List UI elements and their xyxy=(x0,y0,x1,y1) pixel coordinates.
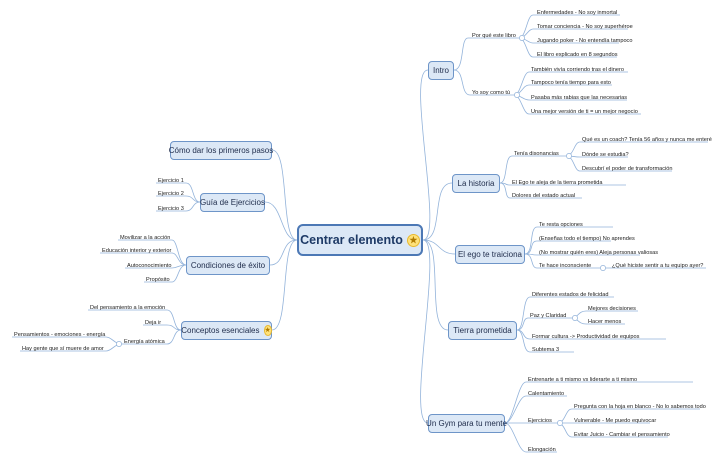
list-item[interactable]: Dolores del estado actual xyxy=(512,193,576,199)
subtopic-tenia-disonancias[interactable]: Tenía disonancias xyxy=(514,151,559,157)
list-item[interactable]: Calentamiento xyxy=(528,391,565,397)
list-item[interactable]: Tampoco tenía tiempo para esto xyxy=(531,80,611,86)
topic-condiciones-de-exito[interactable]: Condiciones de éxito xyxy=(186,256,270,275)
star-icon: ★ xyxy=(406,233,420,247)
list-item[interactable]: Entrenarte a ti mismo vs liderarte a ti … xyxy=(528,377,638,383)
list-item[interactable]: Evitar Juicio - Cambiar el pensamiento xyxy=(574,432,670,438)
list-item[interactable]: Ejercicio 1 xyxy=(158,178,184,184)
topic-la-historia[interactable]: La historia xyxy=(452,174,500,193)
list-item[interactable]: Educación interior y exterior xyxy=(102,248,172,254)
central-topic-label: Centrar elemento xyxy=(300,233,403,247)
list-item[interactable]: Del pensamiento a la emoción xyxy=(90,305,166,311)
subtopic-energia-atomica[interactable]: Energía atómica xyxy=(124,339,165,345)
topic-primeros-pasos[interactable]: Cómo dar los primeros pasos xyxy=(168,141,274,160)
list-item[interactable]: Descubrí el poder de transformación xyxy=(582,166,673,172)
list-item[interactable]: Jugando poker - No entendía tampoco xyxy=(537,38,633,44)
list-item[interactable]: Una mejor versión de ti = un mejor negoc… xyxy=(531,109,638,115)
subtopic-yo-soy[interactable]: Yo soy como tú xyxy=(472,90,511,96)
list-item[interactable]: Propósito xyxy=(146,277,170,283)
topic-label: Un Gym para tu mente xyxy=(426,419,507,428)
list-item[interactable]: Enfermedades - No soy inmortal xyxy=(537,10,618,16)
list-item[interactable]: Dónde se estudia? xyxy=(582,152,629,158)
list-item[interactable]: Subtema 3 xyxy=(532,347,560,353)
topic-intro[interactable]: Intro xyxy=(428,61,454,80)
list-item[interactable]: Elongación xyxy=(528,447,556,453)
topic-conceptos-esenciales[interactable]: Conceptos esenciales ★ xyxy=(181,321,272,340)
list-item[interactable]: Ejercicio 3 xyxy=(158,206,184,212)
topic-label: Tierra prometida xyxy=(453,326,512,335)
central-topic[interactable]: Centrar elemento ★ xyxy=(297,224,423,256)
list-item[interactable]: Movilizar a la acción xyxy=(120,235,171,241)
list-item[interactable]: Ejercicio 2 xyxy=(158,191,184,197)
list-item[interactable]: Te resta opciones xyxy=(539,222,583,228)
list-item[interactable]: Hay gente que sí muere de amor xyxy=(22,346,104,352)
list-item[interactable]: Tomar conciencia - No soy superhéroe xyxy=(537,24,633,30)
topic-el-ego-te-traiciona[interactable]: El ego te traiciona xyxy=(455,245,525,264)
list-item[interactable]: Diferentes estados de felicidad xyxy=(532,292,609,298)
subtopic-ejercicios[interactable]: Ejercicios xyxy=(528,418,552,424)
list-item[interactable]: Pasaba más rabias que las necesarias xyxy=(531,95,628,101)
list-item[interactable]: ¿Qué hiciste sentir a tu equipo ayer? xyxy=(612,263,704,269)
list-item[interactable]: Pregunta con la hoja en blanco - No lo s… xyxy=(574,404,706,410)
list-item[interactable]: Mejores decisiones xyxy=(588,306,636,312)
topic-label: Condiciones de éxito xyxy=(190,261,266,270)
list-item[interactable]: Qué es un coach? Tenía 56 años y nunca m… xyxy=(582,137,712,143)
list-item[interactable]: El Ego te aleja de la tierra prometida xyxy=(512,180,603,186)
topic-un-gym-para-tu-mente[interactable]: Un Gym para tu mente xyxy=(426,414,507,433)
topic-label: Guía de Ejercicios xyxy=(200,198,265,207)
list-item[interactable]: El libro explicado en 8 segundos xyxy=(537,52,618,58)
list-item[interactable]: (No mostrar quién eres) Aleja personas v… xyxy=(539,250,659,256)
subtopic-por-que[interactable]: Por qué este libro xyxy=(472,33,516,39)
list-item[interactable]: Vulnerable - Me puedo equivocar xyxy=(574,418,657,424)
list-item[interactable]: Pensamientos - emociones - energía xyxy=(14,332,106,338)
list-item[interactable]: También vivía corriendo tras el dinero xyxy=(531,67,624,73)
list-item[interactable]: Hacer menos xyxy=(588,319,622,325)
topic-label: La historia xyxy=(457,179,495,188)
topic-label: El ego te traiciona xyxy=(457,250,523,259)
topic-label: Intro xyxy=(432,66,449,75)
list-item[interactable]: (Enseñas todo el tiempo) No aprendes xyxy=(539,236,635,242)
topic-tierra-prometida[interactable]: Tierra prometida xyxy=(448,321,517,340)
topic-label: Cómo dar los primeros pasos xyxy=(168,146,274,155)
subtopic-paz-claridad[interactable]: Paz y Claridad xyxy=(530,313,567,319)
topic-label: Conceptos esenciales xyxy=(181,326,260,335)
topic-guia-de-ejercicios[interactable]: Guía de Ejercicios xyxy=(200,193,265,212)
list-item[interactable]: Formar cultura -> Productividad de equip… xyxy=(532,334,640,340)
list-item[interactable]: Autoconocimiento xyxy=(127,263,172,269)
star-icon: ★ xyxy=(263,325,272,336)
list-item[interactable]: Te hace inconsciente xyxy=(539,263,592,269)
list-item[interactable]: Deja ir xyxy=(145,320,162,326)
